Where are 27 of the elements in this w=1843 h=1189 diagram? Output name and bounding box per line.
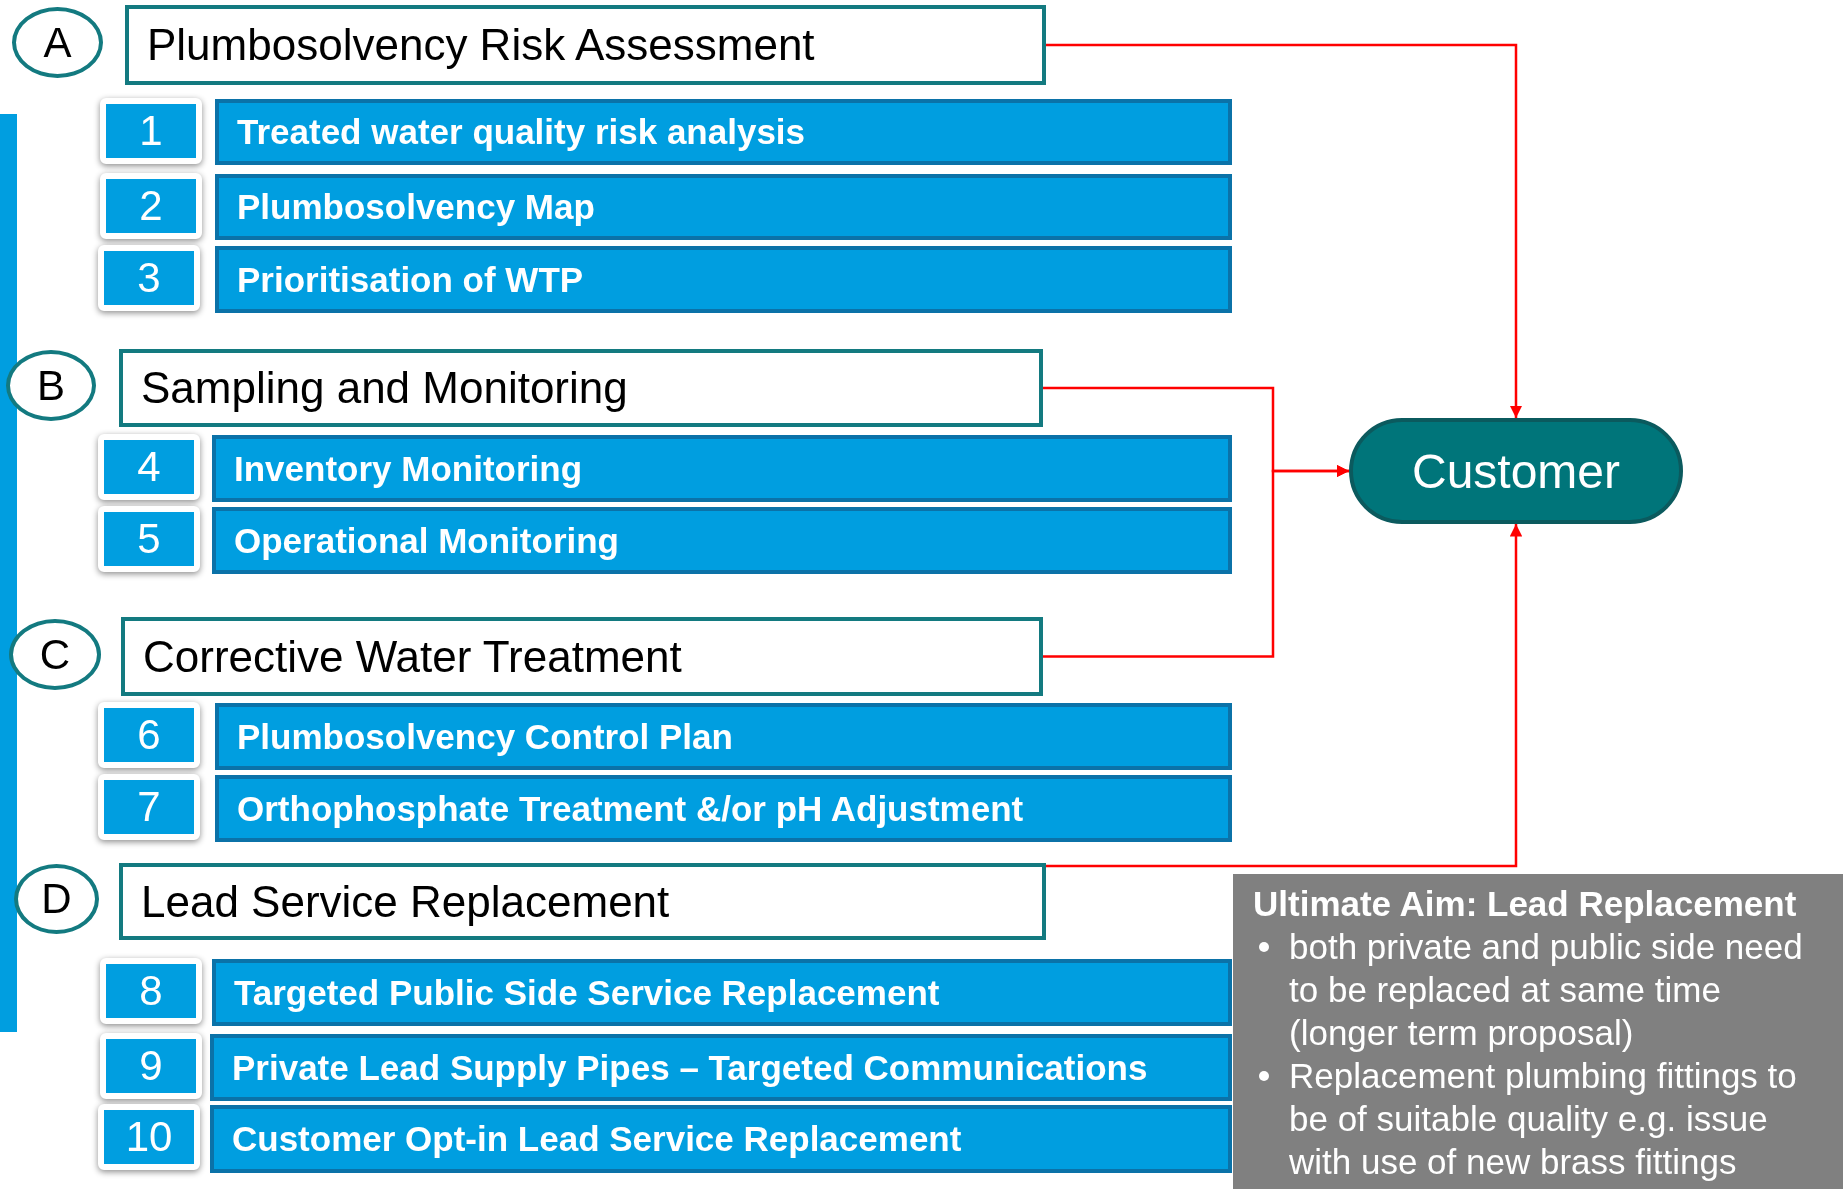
note-heading: Ultimate Aim: Lead Replacement bbox=[1253, 883, 1798, 925]
section-header: Lead Service Replacement bbox=[119, 863, 1046, 940]
section-header: Sampling and Monitoring bbox=[119, 349, 1043, 427]
section-letter: C bbox=[9, 619, 101, 690]
note-box bbox=[1233, 874, 1843, 1189]
bullet-text: both private and public side need to be replaced at same time (longer term proposal) bbox=[1289, 927, 1803, 1052]
step-bar: Prioritisation of WTP bbox=[215, 246, 1232, 313]
step-bar: Targeted Public Side Service Replacement bbox=[212, 959, 1232, 1026]
side-bar bbox=[0, 114, 17, 1032]
terminal-node: Customer bbox=[1349, 418, 1683, 524]
step-bar: Inventory Monitoring bbox=[212, 435, 1232, 502]
step-bar: Operational Monitoring bbox=[212, 507, 1232, 574]
connector-arrow bbox=[1046, 524, 1523, 868]
step-bar: Treated water quality risk analysis bbox=[215, 99, 1232, 165]
bullet-text: Replacement plumbing fittings to be of suitable quality e.g. issue with use of new brass fittings bbox=[1289, 1056, 1797, 1181]
connector-arrow bbox=[1043, 464, 1349, 658]
section-letter: B bbox=[6, 350, 96, 421]
step-bar: Plumbosolvency Map bbox=[215, 174, 1232, 240]
step-bar: Customer Opt-in Lead Service Replacement bbox=[210, 1105, 1232, 1173]
section-header: Corrective Water Treatment bbox=[121, 617, 1043, 696]
step-bar: Orthophosphate Treatment &/or pH Adjustment bbox=[215, 775, 1232, 842]
section-header: Plumbosolvency Risk Assessment bbox=[125, 5, 1046, 85]
step-bar: Plumbosolvency Control Plan bbox=[215, 703, 1232, 770]
section-letter: A bbox=[12, 7, 103, 78]
connector-arrow bbox=[1046, 43, 1523, 418]
section-letter: D bbox=[14, 864, 99, 934]
step-bar: Private Lead Supply Pipes – Targeted Communications bbox=[210, 1034, 1232, 1101]
